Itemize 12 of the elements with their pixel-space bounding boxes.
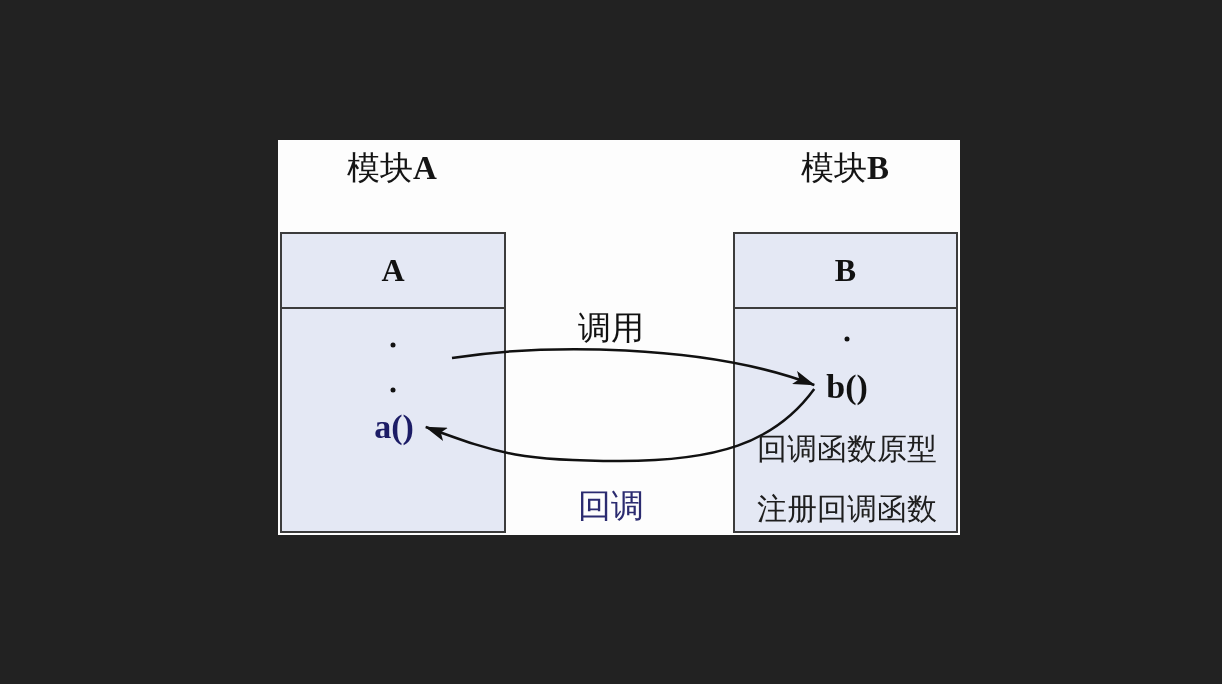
module-heading: 模块A <box>347 149 437 187</box>
module-box <box>280 232 506 533</box>
arrow <box>424 388 816 463</box>
module-title: B <box>834 252 857 289</box>
module-box <box>733 232 958 533</box>
module-title: A <box>381 252 405 289</box>
function-name: a() <box>362 408 426 446</box>
arrow <box>451 348 816 387</box>
description-text: 回调函数原型 <box>757 431 937 465</box>
description-text: 注册回调函数 <box>757 491 937 525</box>
module-heading: 模块B <box>801 149 889 187</box>
function-name: b() <box>814 368 880 406</box>
